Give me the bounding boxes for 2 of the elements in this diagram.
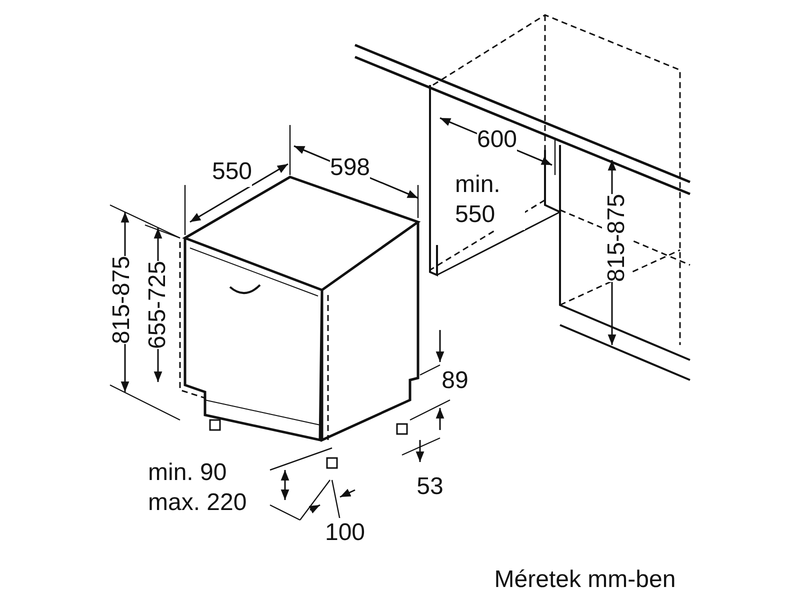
dimension-label: 815-875 xyxy=(602,194,632,282)
caption: Méretek mm-ben xyxy=(494,565,676,595)
